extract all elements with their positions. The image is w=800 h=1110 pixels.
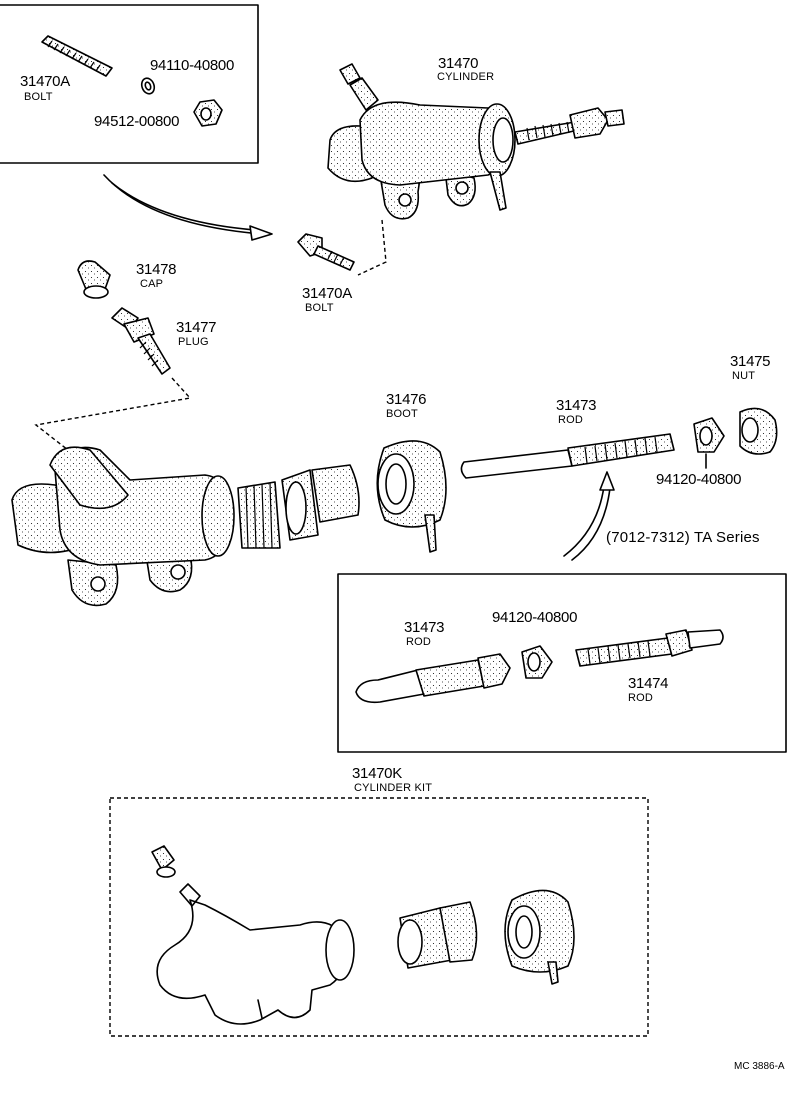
- boot-number: 31476: [386, 391, 427, 408]
- top-box-bolt-number: 31470A: [20, 73, 70, 90]
- box-rod-icon: [355, 653, 511, 704]
- top-box-nut-number: 94110-40800: [150, 57, 235, 74]
- cap-nut-icon: [739, 407, 778, 455]
- bolt-name: BOLT: [305, 302, 334, 314]
- box-nut-icon: [521, 645, 553, 679]
- curved-arrow: [103, 174, 273, 241]
- top-box-bolt-name: BOLT: [24, 91, 53, 103]
- series-box: [337, 573, 787, 753]
- kit-body-icon: [156, 883, 355, 1025]
- top-left-box: [0, 4, 259, 164]
- plug-icon: [111, 307, 171, 375]
- kit-bolt-icon: [151, 845, 176, 878]
- series-note: (7012-7312) TA Series: [606, 529, 760, 546]
- nut-name: NUT: [732, 370, 756, 382]
- bolt-number: 31470A: [302, 285, 352, 302]
- kit-name: CYLINDER KIT: [354, 782, 433, 794]
- boot-name: BOOT: [386, 408, 418, 420]
- rod-name: ROD: [558, 414, 584, 426]
- cylinder-name: CYLINDER: [437, 71, 495, 83]
- plug-name: PLUG: [178, 336, 209, 348]
- kit-boot-icon: [504, 889, 575, 985]
- box-rod2-icon: [575, 629, 724, 667]
- plug-number: 31477: [176, 319, 217, 336]
- jam-nut-number: 94120-40800: [656, 471, 742, 488]
- kit-box: [109, 797, 649, 1037]
- box-rod-name: ROD: [406, 636, 432, 648]
- hex-nut-icon: [193, 99, 223, 127]
- rod-icon: [460, 433, 675, 479]
- box-rod2-number: 31474: [628, 675, 669, 692]
- leader-line: [357, 219, 387, 276]
- jam-nut-icon: [693, 417, 725, 453]
- cylinder-assembly-icon: [327, 63, 625, 220]
- figure-reference: MC 3886-A: [734, 1061, 785, 1072]
- cap-name: CAP: [140, 278, 164, 290]
- kit-number: 31470K: [352, 765, 402, 782]
- top-box-washer-number: 94512-00800: [94, 113, 180, 130]
- bolt-icon: [297, 233, 355, 271]
- leader-line-plug: [34, 377, 192, 451]
- nut-number: 31475: [730, 353, 771, 370]
- kit-piston-icon: [397, 901, 478, 969]
- cap-icon: [77, 260, 111, 299]
- cylinder-number: 31470: [438, 55, 479, 72]
- stud-bolt-icon: [41, 35, 113, 77]
- cap-number: 31478: [136, 261, 177, 278]
- rod-number: 31473: [556, 397, 597, 414]
- series-arrow: [563, 471, 615, 561]
- box-rod-number: 31473: [404, 619, 445, 636]
- box-rod2-name: ROD: [628, 692, 654, 704]
- lock-washer-icon: [140, 77, 156, 95]
- main-cylinder-icon: [11, 440, 447, 607]
- box-nut-number: 94120-40800: [492, 609, 578, 626]
